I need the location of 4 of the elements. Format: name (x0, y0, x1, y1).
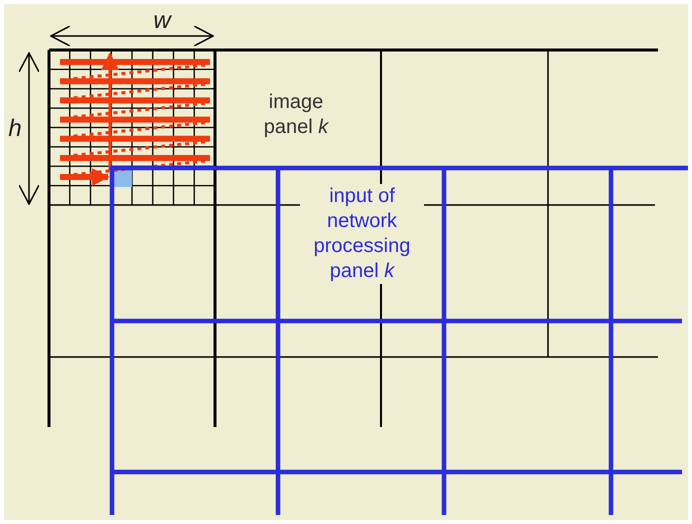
dimension-label: w (152, 6, 173, 36)
dimension-label: h (7, 114, 23, 144)
panel-label: input of network processing panel k (300, 184, 424, 284)
panel-label: image panel k (262, 90, 330, 140)
